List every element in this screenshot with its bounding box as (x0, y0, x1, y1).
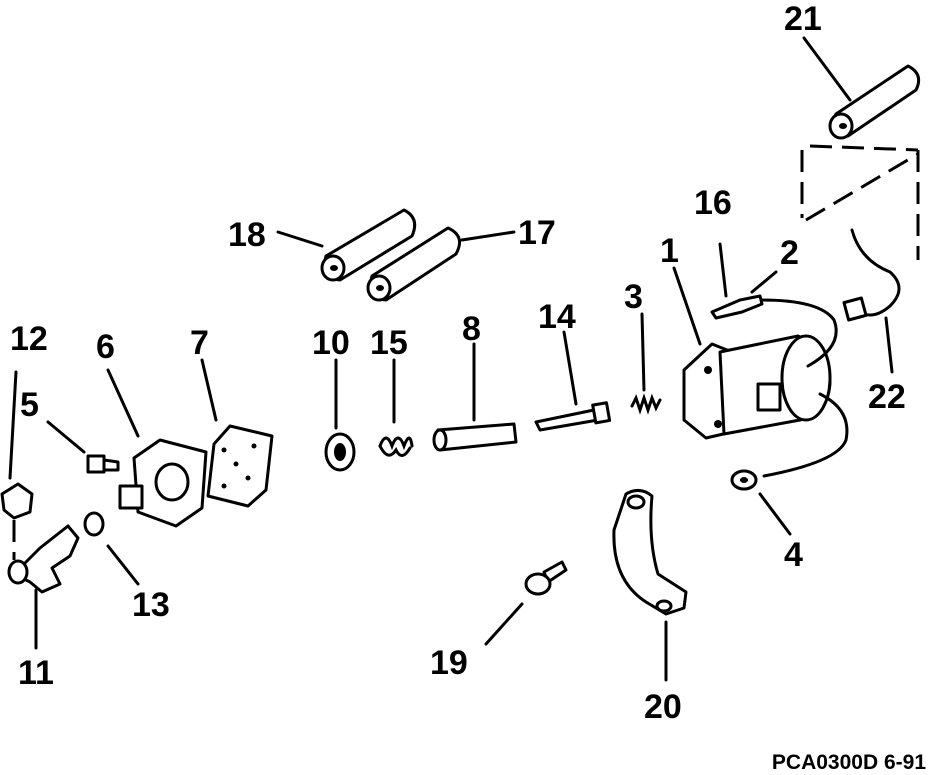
part-15-spring (378, 436, 414, 457)
part-19-screw (524, 560, 568, 596)
callout-4: 4 (784, 536, 803, 574)
part-17-tube (366, 226, 462, 302)
leader-14 (562, 330, 578, 406)
part-5-screw (86, 454, 120, 474)
part-20-clamp (612, 489, 688, 616)
callout-8: 8 (462, 310, 481, 348)
callout-20: 20 (644, 688, 682, 726)
leader-13 (106, 544, 140, 586)
figure-code: PCA0300D 6-91 (772, 751, 926, 774)
part-22-wire (842, 228, 901, 322)
leader-5 (46, 420, 86, 454)
leader-18 (276, 230, 324, 248)
leader-6 (106, 368, 140, 438)
callout-12: 12 (10, 320, 48, 358)
part-1-solenoid (682, 334, 832, 440)
callout-17: 17 (518, 214, 556, 252)
callout-3: 3 (624, 278, 643, 316)
callout-2: 2 (780, 234, 799, 272)
leader-19 (484, 602, 524, 646)
callout-19: 19 (430, 644, 468, 682)
part-6-cover (118, 438, 208, 528)
leader-2 (750, 270, 778, 294)
leader-17 (460, 230, 516, 242)
part-10-seal (324, 432, 356, 472)
callout-15: 15 (370, 324, 408, 362)
callout-10: 10 (312, 324, 350, 362)
leader-12 (8, 370, 18, 480)
part-12-cap (0, 482, 34, 520)
part-8-sleeve (432, 422, 518, 452)
callout-16: 16 (694, 184, 732, 222)
leader-3 (640, 312, 646, 392)
callout-22: 22 (868, 378, 906, 416)
callout-11: 11 (18, 654, 54, 692)
callout-6: 6 (96, 328, 115, 366)
leader-16 (718, 242, 728, 298)
leader-4 (758, 492, 792, 536)
leader-22 (884, 316, 894, 374)
part-21-tube (828, 64, 921, 140)
part-2-lead (710, 294, 838, 368)
callout-5: 5 (20, 386, 39, 424)
callout-13: 13 (132, 586, 170, 624)
part-3-spring (630, 393, 662, 415)
part-11-fitting (7, 524, 80, 594)
part-7-gasket (206, 424, 274, 508)
part-14-plunger (534, 401, 612, 432)
part-4-ground-lead (730, 392, 849, 491)
part-13-oring (83, 511, 105, 537)
callout-14: 14 (538, 298, 576, 336)
callout-1: 1 (660, 232, 679, 270)
callout-18: 18 (228, 216, 266, 254)
leader-7 (200, 358, 218, 422)
callout-21: 21 (784, 0, 822, 38)
leader-1 (672, 266, 702, 346)
part-18-tube (320, 208, 417, 282)
leader-21 (802, 36, 852, 102)
dashed-guide (800, 144, 920, 260)
callout-7: 7 (190, 324, 209, 362)
